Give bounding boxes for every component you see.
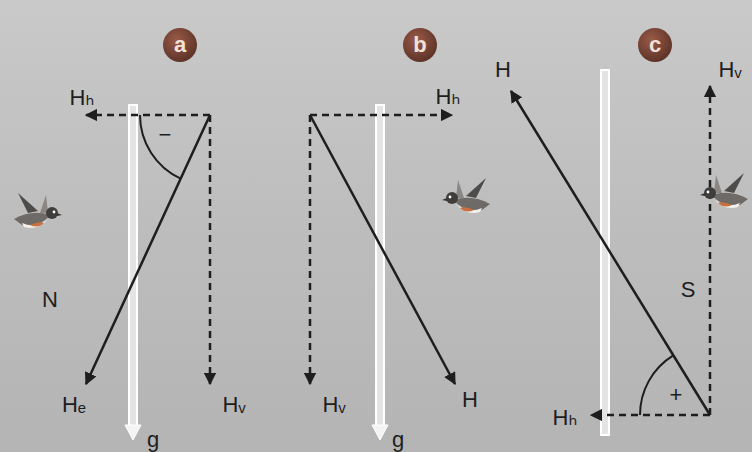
component-label: Hₕ: [436, 86, 461, 108]
panel-a-vectors: [86, 105, 210, 440]
vertical-component: [309, 115, 312, 384]
field-vector: [86, 115, 210, 384]
hemisphere-label: N: [42, 289, 58, 311]
component-label: Hᵥ: [719, 59, 742, 81]
field-vector: [310, 115, 455, 384]
component-label: Hᵥ: [223, 394, 246, 416]
panel-letter: b: [413, 34, 426, 56]
circle-shape: [403, 28, 437, 62]
circle-shape: [638, 28, 672, 62]
sign-label: −: [159, 124, 172, 146]
panel-letter: c: [649, 34, 661, 56]
vector-label: H: [495, 59, 511, 81]
gravity-label: g: [392, 429, 404, 451]
panel-c-vectors: [511, 70, 710, 435]
gravity-head: [372, 425, 388, 440]
sign-label: +: [670, 384, 683, 406]
vertical-component: [709, 86, 712, 415]
horizontal-component: [86, 114, 210, 117]
gravity-label: g: [147, 429, 159, 451]
panel-circle: c: [637, 27, 673, 63]
gravity-bar: [129, 105, 137, 427]
horizontal-component: [591, 414, 710, 417]
panel-b-vectors: [310, 105, 455, 440]
vector-label: Hₑ: [62, 394, 86, 416]
gravity-bar: [376, 105, 384, 427]
hemisphere-label: S: [681, 279, 696, 301]
inclination-arc: [140, 115, 181, 179]
gravity-bar: [601, 70, 609, 435]
vector-label: H: [462, 389, 478, 411]
bird-icon: [700, 173, 748, 208]
component-label: Hᵥ: [323, 394, 346, 416]
horizontal-component: [310, 114, 452, 117]
bird-icon: [442, 178, 490, 213]
component-label: Hₕ: [70, 87, 95, 109]
component-label: Hₕ: [553, 407, 578, 429]
gravity-head: [125, 425, 141, 440]
panel-letter: a: [174, 34, 186, 56]
field-vector: [511, 91, 710, 415]
vertical-component: [209, 115, 212, 384]
panel-circle: b: [402, 27, 438, 63]
panel-circle: a: [162, 27, 198, 63]
inclination-arc: [640, 355, 673, 415]
bird-icon: [14, 193, 62, 228]
circle-shape: [163, 28, 197, 62]
